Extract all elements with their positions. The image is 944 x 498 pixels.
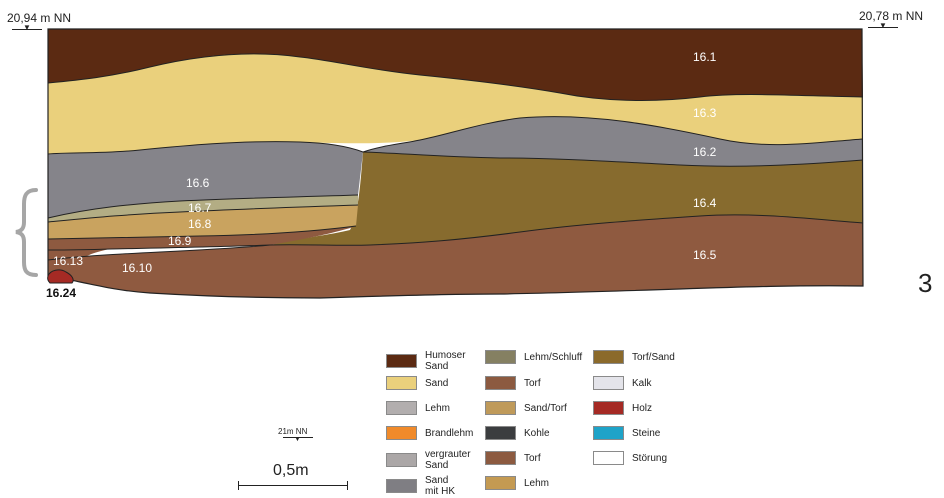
legend-label: Steine [632,427,661,439]
label-16-5: 16.5 [693,248,717,262]
label-16-24: 16.24 [46,286,77,300]
label-16-3: 16.3 [693,106,717,120]
legend-item: Lehm/Schluff [485,350,582,364]
legend-item: Sand [386,376,448,390]
legend-swatch [485,376,516,390]
legend-label: Lehm [524,477,550,489]
legend-item: Kalk [593,376,651,390]
legend-label: Störung [632,452,668,464]
label-16-8: 16.8 [188,217,212,231]
legend-label: Kalk [632,377,652,389]
legend-swatch [593,401,624,415]
reference-arrow-icon: ▼ [294,436,301,443]
label-16-9: 16.9 [168,234,192,248]
label-16-6: 16.6 [186,176,210,190]
legend-label: Kohle [524,427,550,439]
legend-item: Humoser Sand [386,350,466,372]
legend-item: Lehm [485,476,549,490]
layer-16-9 [48,226,356,250]
legend-swatch [485,401,516,415]
legend-label: Sand/Torf [524,402,567,414]
legend-label: Brandlehm [425,427,474,439]
legend-item: Holz [593,401,652,415]
legend-swatch [593,376,624,390]
legend-swatch [485,476,516,490]
legend-label: Sand mit HK [425,475,455,497]
profile-outline [47,28,864,299]
legend-swatch [485,350,516,364]
legend-label: Torf/Sand [632,351,675,363]
legend-label: Sand [425,377,449,389]
elevation-right: 20,78 m NN [859,9,924,23]
layer-16-2 [363,116,863,167]
elevation-right-line [868,27,898,28]
figure-number: 3 [918,268,933,298]
label-16-7: 16.7 [188,201,212,215]
label-16-1: 16.1 [693,50,717,64]
layer-16-4 [270,152,863,246]
legend-item: Lehm [386,401,450,415]
layer-16-8 [48,205,358,239]
legend-label: Lehm [425,402,451,414]
scale-bar-right-end [347,481,348,490]
legend-swatch [386,354,417,368]
elevation-left: 20,94 m NN [7,11,72,25]
layer-16-24-holz [47,269,74,284]
legend-item: Torf [485,376,541,390]
legend-swatch [386,453,417,467]
legend-label: Torf [524,377,541,389]
label-16-2: 16.2 [693,145,717,159]
legend-item: Sand mit HK [386,475,455,497]
label-16-10: 16.10 [122,261,152,275]
legend-swatch [593,426,624,440]
scale-label: 0,5m [273,462,309,479]
reference-mark-label: 21m NN [278,427,308,436]
legend-item: Kohle [485,426,550,440]
legend-swatch [593,451,624,465]
legend-label: Holz [632,402,653,414]
legend-item: vergrauter Sand [386,449,471,471]
layer-16-13 [48,249,110,276]
legend-swatch [386,376,417,390]
legend-swatch [386,401,417,415]
legend-item: Torf/Sand [593,350,675,364]
scale-bar [238,485,348,486]
legend: Humoser Sand Sand Lehm Brandlehm vergrau… [386,343,706,498]
bracket-symbol [15,188,38,277]
legend-item: Steine [593,426,660,440]
layer-16-3 [48,53,863,154]
legend-swatch [485,451,516,465]
legend-item: Brandlehm [386,426,473,440]
label-16-13: 16.13 [53,254,83,268]
legend-swatch [386,479,417,493]
legend-item: Torf [485,451,541,465]
layer-16-7 [48,195,358,222]
elevation-left-arrow-icon: ▼ [23,23,31,32]
layer-16-5 [48,214,863,298]
layer-boundaries [47,53,864,261]
reference-mark-line [283,437,313,438]
legend-swatch [593,350,624,364]
layer-16-1 [48,29,863,101]
legend-swatch [485,426,516,440]
legend-item: Störung [593,451,667,465]
label-16-4: 16.4 [693,196,717,210]
legend-label: vergrauter Sand [425,449,471,471]
legend-swatch [386,426,417,440]
legend-label: Lehm/Schluff [524,351,583,363]
layer-16-6 [48,141,363,218]
elevation-right-arrow-icon: ▼ [879,21,887,30]
legend-item: Sand/Torf [485,401,567,415]
scale-bar-left-end [238,481,239,490]
legend-label: Torf [524,452,541,464]
elevation-left-line [12,29,42,30]
legend-label: Humoser Sand [425,350,466,372]
